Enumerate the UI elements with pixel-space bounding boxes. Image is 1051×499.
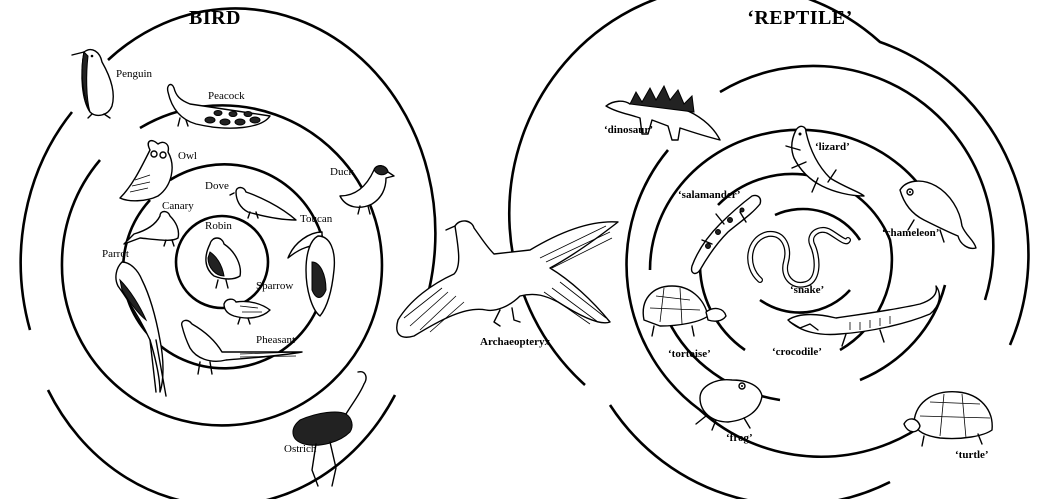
reptile-ring-outer-lower (608, 404, 891, 499)
penguin-illustration (71, 48, 114, 119)
ostrich-label: Ostrich (284, 443, 317, 455)
reptile-ring-1-left (698, 259, 746, 352)
bird-ring-3 (60, 104, 384, 427)
tortoise-label: ‘tortoise’ (668, 348, 711, 360)
bird-rings (19, 7, 437, 499)
robin-illustration (205, 237, 242, 289)
crocodile-illustration (787, 285, 941, 347)
penguin-label: Penguin (116, 68, 153, 80)
reptile-ring-2 (648, 128, 932, 271)
lizard-label: ‘lizard’ (815, 141, 850, 153)
reptile-title: ‘REPTILE’ (747, 7, 853, 29)
canary-illustration (123, 210, 180, 247)
dinosaur-illustration (605, 84, 721, 141)
owl-illustration (119, 139, 173, 202)
owl-label: Owl (178, 150, 197, 162)
bird-ring-outer-lower (46, 389, 397, 499)
toucan-illustration (287, 231, 336, 317)
salamander-illustration (690, 194, 762, 275)
chameleon-illustration (899, 180, 977, 250)
peacock-illustration (166, 83, 271, 129)
snake-label: ‘snake’ (790, 284, 824, 296)
reptile-ring-3-left (625, 149, 931, 459)
bird-ring-outer-left (19, 111, 74, 331)
parrot-illustration (115, 261, 167, 397)
pheasant-illustration (180, 319, 303, 375)
turtle-label: ‘turtle’ (955, 449, 989, 461)
archaeopteryx-label: Archaeopteryx (480, 336, 551, 348)
bird-ring-outer (107, 7, 437, 321)
reptile-ring-inner-lower (759, 289, 851, 314)
sparrow-label: Sparrow (256, 280, 293, 292)
canary-label: Canary (162, 200, 194, 212)
duck-label: Duck (330, 166, 354, 178)
archaeopteryx-illustration (396, 220, 619, 338)
chameleon-label: ‘chameleon’ (882, 227, 939, 239)
lizard-illustration (785, 125, 865, 197)
duck-illustration (339, 165, 395, 215)
ostrich-illustration (292, 370, 367, 487)
pheasant-label: Pheasant (256, 334, 295, 346)
turtle-illustration (903, 391, 993, 447)
dove-illustration (229, 186, 297, 221)
reptile-ring-inner (774, 207, 862, 241)
snake-illustration (747, 226, 851, 288)
dinosaur-label: ‘dinosaur’ (604, 124, 653, 136)
reptile-ring-3 (719, 64, 995, 301)
reptile-ring-outer (507, 0, 1030, 386)
crocodile-label: ‘crocodile’ (772, 346, 822, 358)
tortoise-illustration (642, 285, 727, 337)
bird-ring-inner (174, 214, 270, 310)
peacock-label: Peacock (208, 90, 245, 102)
parrot-label: Parrot (102, 248, 129, 260)
toucan-label: Toucan (300, 213, 333, 225)
frog-illustration (695, 379, 763, 431)
frog-label: ‘frog’ (726, 432, 753, 444)
robin-label: Robin (205, 220, 232, 232)
sparrow-illustration (223, 298, 271, 325)
dove-label: Dove (205, 180, 229, 192)
reptile-ring-2-lower (859, 284, 947, 382)
salamander-label: ‘salamander’ (678, 189, 741, 201)
